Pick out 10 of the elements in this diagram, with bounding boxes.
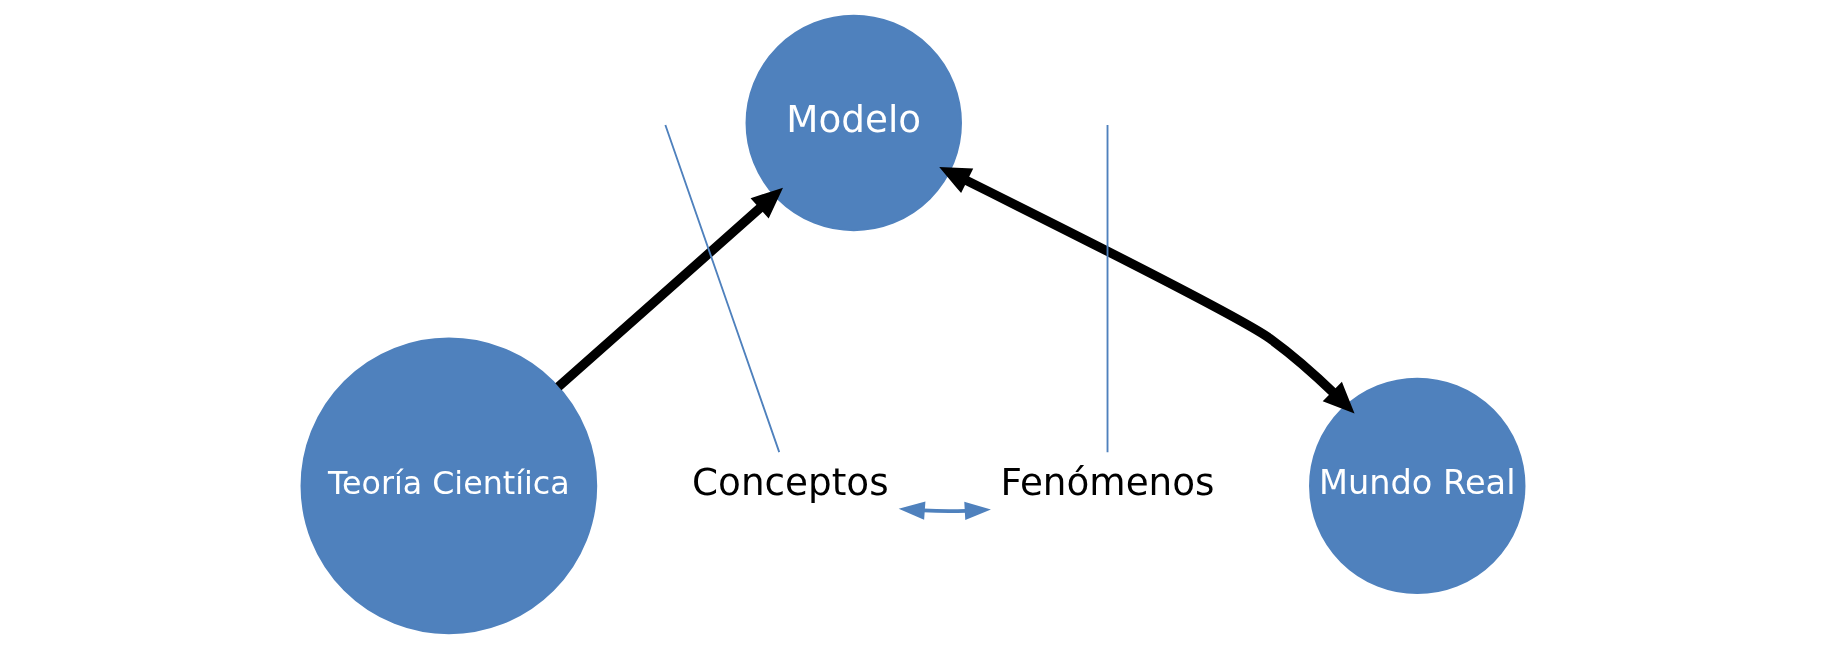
node-text: Fenómenos (1000, 460, 1215, 505)
node-circle: Teoría Cientíica (300, 337, 598, 635)
arrow (939, 166, 1355, 414)
node-text: Conceptos (692, 460, 889, 505)
arrow (898, 501, 991, 520)
connector (1106, 124, 1109, 454)
node-circle: Modelo (745, 14, 962, 232)
connector (664, 124, 781, 454)
node-circle: Mundo Real (1309, 377, 1526, 595)
arrow (555, 187, 783, 391)
